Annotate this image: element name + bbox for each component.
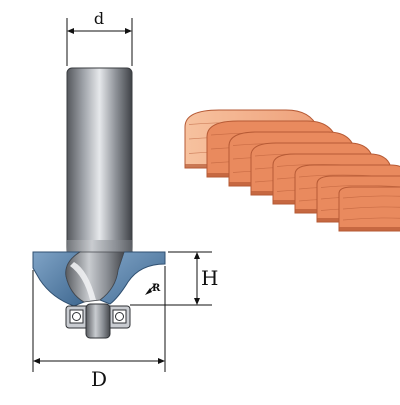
- cutter-body: [65, 251, 125, 303]
- shank: [66, 67, 133, 259]
- dimension-h: [130, 251, 212, 306]
- bearing: [65, 303, 131, 339]
- label-d: d: [94, 9, 104, 28]
- router-bit: R: [32, 67, 166, 339]
- wood-profile-piece: [338, 186, 400, 232]
- radius-indicator: R: [145, 283, 161, 295]
- label-h: H: [201, 266, 218, 290]
- label-D: D: [91, 367, 107, 391]
- radius-label: R: [152, 283, 161, 294]
- flute-highlight: [70, 262, 96, 300]
- wood-profile-samples: [184, 109, 400, 232]
- dimension-d: [66, 18, 133, 66]
- dimension-D: [32, 266, 166, 372]
